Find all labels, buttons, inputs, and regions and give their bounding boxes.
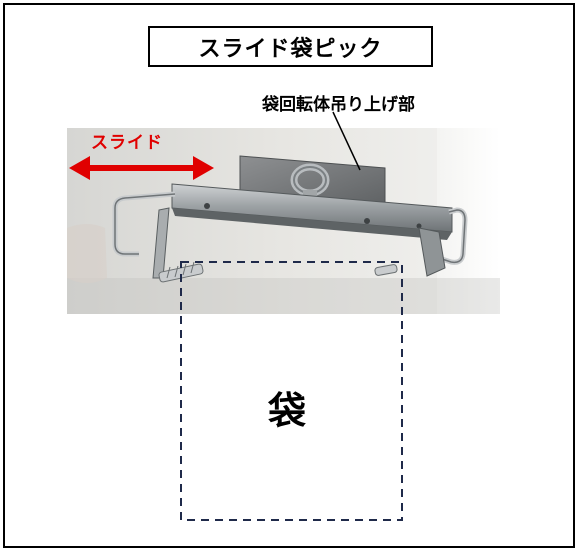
bag-label: 袋	[268, 389, 307, 433]
diagram-title: スライド袋ピック	[148, 26, 433, 67]
mechanism-photo	[67, 128, 500, 314]
slide-label: スライド	[91, 133, 163, 153]
callout-label: 袋回転体吊り上げ部	[262, 95, 415, 115]
